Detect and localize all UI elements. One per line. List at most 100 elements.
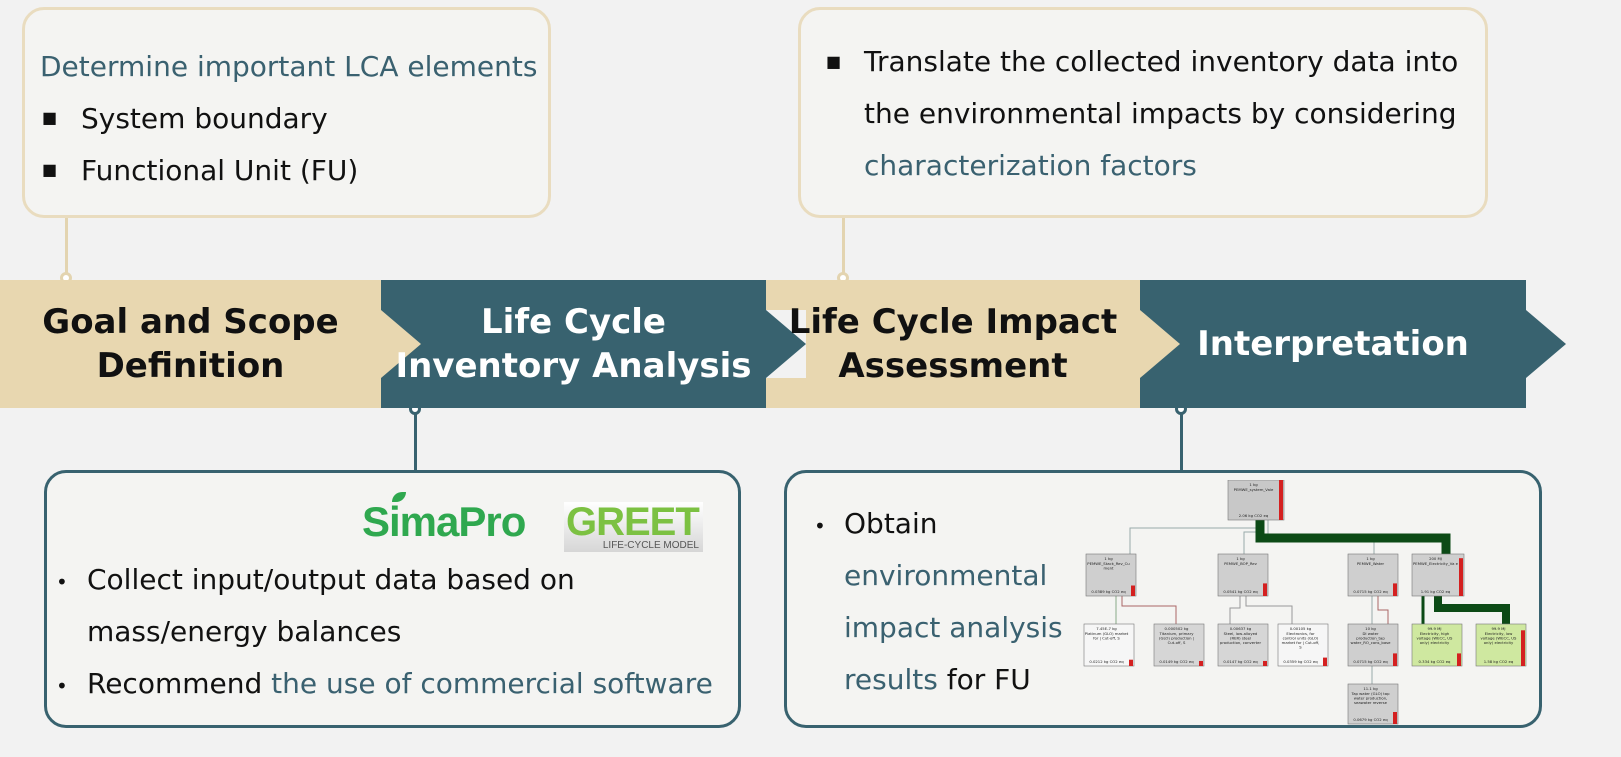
connector-goal (65, 218, 68, 274)
svg-text:0.0679 kg CO2 eq: 0.0679 kg CO2 eq (1353, 717, 1388, 722)
svg-text:99.9 MJ: 99.9 MJ (1427, 626, 1441, 631)
svg-text:ment: ment (1104, 566, 1114, 571)
svg-text:production_tap: production_tap (1356, 636, 1385, 641)
bullet-dot: • (814, 514, 826, 538)
bullet-dot: • (56, 674, 68, 698)
interpretation-callout (784, 470, 1542, 728)
stage-interpretation-bg (1140, 280, 1526, 408)
impact-bar (1129, 659, 1133, 666)
goal-scope-callout (22, 7, 551, 218)
interp-highlight-2: impact analysis (844, 611, 1063, 644)
svg-text:7.45E-7 kg: 7.45E-7 kg (1096, 626, 1117, 631)
svg-text:0.0715 kg CO2 eq: 0.0715 kg CO2 eq (1353, 659, 1388, 664)
impact-bar (1393, 712, 1397, 724)
svg-text:only) electricity: only) electricity (1484, 640, 1514, 645)
bullet-square: ■ (42, 160, 58, 179)
svg-text:0.0359 kg CO2 eq: 0.0359 kg CO2 eq (1283, 659, 1318, 664)
inventory-bullet-1-line-1: Collect input/output data based on (87, 563, 575, 596)
network-links (1103, 520, 1510, 684)
stage-goal-notch (381, 310, 421, 378)
svg-text:1 kg: 1 kg (1249, 482, 1258, 487)
bullet-square: ■ (42, 108, 58, 127)
svg-text:S: S (1299, 645, 1302, 650)
impact-bar (1393, 583, 1397, 596)
impact-bar (1393, 653, 1397, 666)
stage-goal-bg (0, 280, 381, 408)
svg-text:1.58 kg CO2 eq: 1.58 kg CO2 eq (1484, 659, 1514, 664)
connector-interpretation (1180, 412, 1183, 472)
interp-highlight-1: environmental (844, 559, 1048, 592)
impact-bar (1279, 480, 1283, 520)
svg-text:Electricity, low: Electricity, low (1485, 631, 1513, 636)
svg-text:PEMWE_Water: PEMWE_Water (1357, 561, 1385, 566)
svg-text:only) electricity: only) electricity (1420, 640, 1450, 645)
stage-inventory-arrow (766, 310, 806, 378)
stage-interpretation-label: Interpretation (1197, 324, 1469, 364)
connector-inventory (414, 412, 417, 472)
svg-text:200 MJ: 200 MJ (1429, 556, 1442, 561)
svg-text:Platinum (GLO) market: Platinum (GLO) market (1085, 631, 1129, 636)
svg-text:2.06 kg CO2 eq: 2.06 kg CO2 eq (1239, 513, 1269, 518)
svg-text:water production,: water production, (1354, 696, 1388, 701)
stage-final-arrow (1526, 310, 1566, 378)
impact-bar (1263, 583, 1267, 596)
svg-text:99.9 MJ: 99.9 MJ (1491, 626, 1505, 631)
svg-text:Steel, low-alloyed: Steel, low-alloyed (1224, 631, 1258, 636)
stage-band (0, 280, 1566, 408)
svg-text:Electronics, for: Electronics, for (1286, 631, 1315, 636)
impact-bar (1459, 558, 1463, 596)
impact-bar (1521, 630, 1525, 666)
svg-text:0.0715 kg CO2 eq: 0.0715 kg CO2 eq (1353, 589, 1388, 594)
impact-callout-highlight: characterization factors (864, 149, 1197, 182)
simapro-logo: SimaPro (362, 492, 526, 546)
inventory-bullet-1-line-2: mass/energy balances (87, 615, 402, 648)
svg-text:0.00637 kg: 0.00637 kg (1230, 626, 1252, 631)
inventory-bullet-2: Recommend the use of commercial software (87, 667, 713, 700)
svg-text:Electricity, high: Electricity, high (1420, 631, 1450, 636)
svg-text:production, converter: production, converter (1220, 640, 1262, 645)
svg-text:0.0541 kg CO2 eq: 0.0541 kg CO2 eq (1223, 589, 1258, 594)
svg-text:voltage (WECC, US: voltage (WECC, US (1481, 636, 1518, 641)
svg-text:0.00105 kg: 0.00105 kg (1290, 626, 1312, 631)
svg-text:0.0212 kg CO2 eq: 0.0212 kg CO2 eq (1089, 659, 1124, 664)
greet-logo: GREET LIFE-CYCLE MODEL (564, 500, 703, 552)
svg-text:market for | Cut-off,: market for | Cut-off, (1282, 640, 1320, 645)
svg-text:seawater reverse: seawater reverse (1354, 700, 1388, 705)
svg-text:1 kg: 1 kg (1236, 556, 1245, 561)
svg-text:Cut-off, S: Cut-off, S (1168, 640, 1186, 645)
svg-text:for | Cut-off, S: for | Cut-off, S (1093, 636, 1120, 641)
svg-text:0.000502 kg: 0.000502 kg (1165, 626, 1190, 631)
stage-impact-notch (1140, 310, 1180, 378)
svg-text:(GLO) production |: (GLO) production | (1159, 636, 1194, 641)
svg-text:DI water: DI water (1362, 631, 1379, 636)
svg-text:Titanium, primary: Titanium, primary (1159, 631, 1195, 636)
svg-text:voltage (WECC, US: voltage (WECC, US (1417, 636, 1454, 641)
bullet-square: ■ (826, 52, 842, 71)
svg-text:0.0389 kg CO2 eq: 0.0389 kg CO2 eq (1091, 589, 1126, 594)
svg-text:11.1 kg: 11.1 kg (1363, 686, 1378, 691)
svg-text:0.334 kg CO2 eq: 0.334 kg CO2 eq (1419, 659, 1451, 664)
simapro-leaf-icon (392, 492, 406, 502)
svg-text:0.0149 kg CO2 eq: 0.0149 kg CO2 eq (1159, 659, 1194, 664)
impact-bar (1323, 657, 1327, 666)
goal-bullet-system-boundary: System boundary (81, 102, 328, 135)
svg-text:(RER) steel: (RER) steel (1230, 636, 1251, 641)
impact-callout-line-1: Translate the collected inventory data i… (864, 45, 1459, 78)
svg-text:10 kg: 10 kg (1365, 626, 1376, 631)
svg-text:control units (GLO): control units (GLO) (1283, 636, 1319, 641)
svg-text:PEMWE_system_Vale: PEMWE_system_Vale (1234, 487, 1274, 492)
